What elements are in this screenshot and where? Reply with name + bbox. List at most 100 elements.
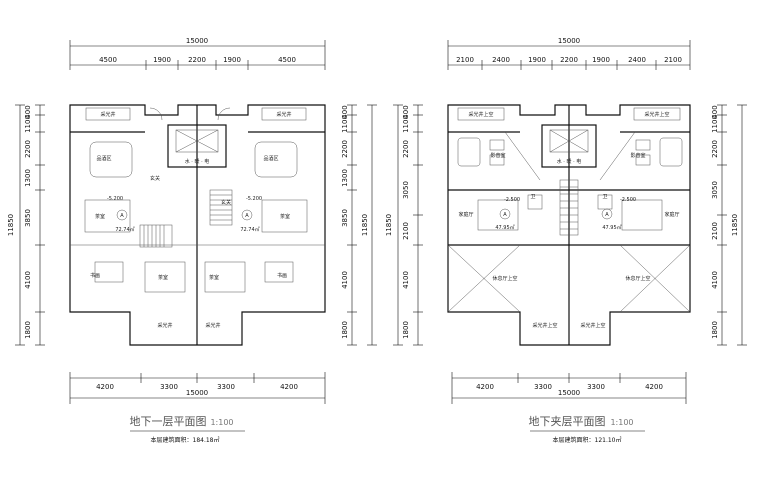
- top-dim-1: 2100: [456, 56, 474, 64]
- room-tea-r: 茶室: [209, 274, 219, 281]
- level-r: -2.500: [620, 197, 636, 203]
- left-dim-2: 1100: [24, 115, 32, 133]
- bottom-dim-4: 4200: [280, 383, 298, 391]
- bottom-dim-4: 4200: [645, 383, 663, 391]
- plan-scale: 1:100: [610, 418, 633, 427]
- left-dim-3: 2200: [24, 140, 32, 158]
- room-light-well-br: 采光井: [205, 322, 220, 329]
- right-dim-3: 2200: [711, 140, 719, 158]
- elevator-core: [541, 124, 597, 168]
- left-dim-7: 1800: [24, 321, 32, 339]
- plan-title: 地下一层平面图: [130, 415, 207, 428]
- wc-r: 卫: [602, 194, 607, 200]
- right-dim-1: 400: [711, 105, 719, 118]
- plan-area: 本层建筑面积：121.10㎡: [553, 436, 622, 444]
- plan-mezzanine: 15000 2100 2400 1900 2200 1900 2400 2100…: [385, 37, 747, 444]
- level-r: -5.200: [246, 196, 262, 202]
- building-outline: [447, 104, 691, 346]
- level-l: -2.500: [504, 197, 520, 203]
- bottom-dim-2: 3300: [534, 383, 552, 391]
- room-hall-r: 玄关: [221, 199, 231, 206]
- bottom-dim-2: 3300: [160, 383, 178, 391]
- top-dim-6: 2400: [628, 56, 646, 64]
- stair-right: [209, 189, 233, 226]
- room-bar-r: 茶室: [280, 213, 290, 220]
- room-light-well-br: 采光井上空: [580, 322, 605, 329]
- room-light-well-tl: 采光井: [100, 111, 115, 118]
- bottom-dim-3: 3300: [217, 383, 235, 391]
- furniture-left-plan: [84, 107, 308, 293]
- elevator-core: [167, 124, 227, 168]
- core-label: 水 · 暖 · 电: [557, 158, 582, 165]
- room-tea-l: 茶室: [158, 274, 168, 281]
- left-dim-1: 400: [24, 105, 32, 118]
- left-dim-4: 3050: [402, 181, 410, 199]
- room-study-l: 书画: [90, 272, 100, 279]
- bottom-total-dim: 15000: [186, 389, 208, 397]
- room-leisure-l: 休息厅上空: [492, 275, 517, 282]
- room-family-r: 家庭厅: [664, 211, 679, 218]
- room-light-well-tr: 采光井上空: [644, 111, 669, 118]
- bottom-dim-1: 4200: [96, 383, 114, 391]
- room-light-well-tr: 采光井: [276, 111, 291, 118]
- room-light-well-bl: 采光井上空: [532, 322, 557, 329]
- building-outline: [69, 104, 326, 346]
- void-lines: [447, 131, 691, 313]
- room-media-r: 影音室: [630, 152, 645, 159]
- top-dim-7: 2100: [664, 56, 682, 64]
- top-total-dim: 15000: [186, 37, 208, 45]
- stair-left: [139, 224, 173, 248]
- left-dim-5: 2100: [402, 222, 410, 240]
- stair-center: [559, 179, 579, 236]
- room-light-well-tl: 采光井上空: [468, 111, 493, 118]
- room-media-l: 影音室: [490, 152, 505, 159]
- left-dim-5: 3850: [24, 209, 32, 227]
- plan-area: 本层建筑面积：184.18㎡: [151, 436, 220, 444]
- area-l: 72.74㎡: [115, 226, 134, 233]
- top-total-dim: 15000: [558, 37, 580, 45]
- right-dim-6: 4100: [711, 271, 719, 289]
- bottom-total-dim: 15000: [558, 389, 580, 397]
- room-family-l: 家庭厅: [458, 211, 473, 218]
- room-collection-r: 品酒区: [263, 155, 278, 162]
- top-dim-3: 2200: [188, 56, 206, 64]
- area-l: 47.95㎡: [495, 224, 514, 231]
- right-dim-2: 1100: [341, 115, 349, 133]
- marker-a-r: A: [605, 212, 609, 218]
- left-dim-6: 4100: [402, 271, 410, 289]
- top-dim-1: 4500: [99, 56, 117, 64]
- room-bar-l: 茶室: [95, 213, 105, 220]
- left-total-dim: 11850: [7, 214, 15, 236]
- marker-a-l: A: [503, 212, 507, 218]
- left-dim-1: 400: [402, 105, 410, 118]
- top-dim-4: 2200: [560, 56, 578, 64]
- top-dim-4: 1900: [223, 56, 241, 64]
- top-dim-3: 1900: [528, 56, 546, 64]
- level-l: -5.200: [107, 196, 123, 202]
- left-dim-7: 1800: [402, 321, 410, 339]
- plan-basement-1: 15000 4500 1900 2200 1900 4500 400 1100 …: [7, 37, 377, 444]
- right-dim-7: 1800: [341, 321, 349, 339]
- room-leisure-r: 休息厅上空: [625, 275, 650, 282]
- top-dim-2: 1900: [153, 56, 171, 64]
- area-r: 72.74㎡: [240, 226, 259, 233]
- wc-l: 卫: [530, 194, 535, 200]
- bottom-dim-1: 4200: [476, 383, 494, 391]
- right-dim-7: 1800: [711, 321, 719, 339]
- right-dim-5: 2100: [711, 222, 719, 240]
- left-dim-3: 2200: [402, 140, 410, 158]
- left-dim-2: 1100: [402, 115, 410, 133]
- room-collection-l: 品酒区: [96, 155, 111, 162]
- top-dim-5: 1900: [592, 56, 610, 64]
- furniture-right-plan: [457, 137, 683, 231]
- top-dim-2: 2400: [492, 56, 510, 64]
- bottom-dim-3: 3300: [587, 383, 605, 391]
- top-dim-5: 4500: [278, 56, 296, 64]
- left-total-dim: 11850: [385, 214, 393, 236]
- right-dim-3: 2200: [341, 140, 349, 158]
- left-dim-4: 1300: [24, 169, 32, 187]
- right-dim-1: 400: [341, 105, 349, 118]
- room-study-r: 书画: [277, 272, 287, 279]
